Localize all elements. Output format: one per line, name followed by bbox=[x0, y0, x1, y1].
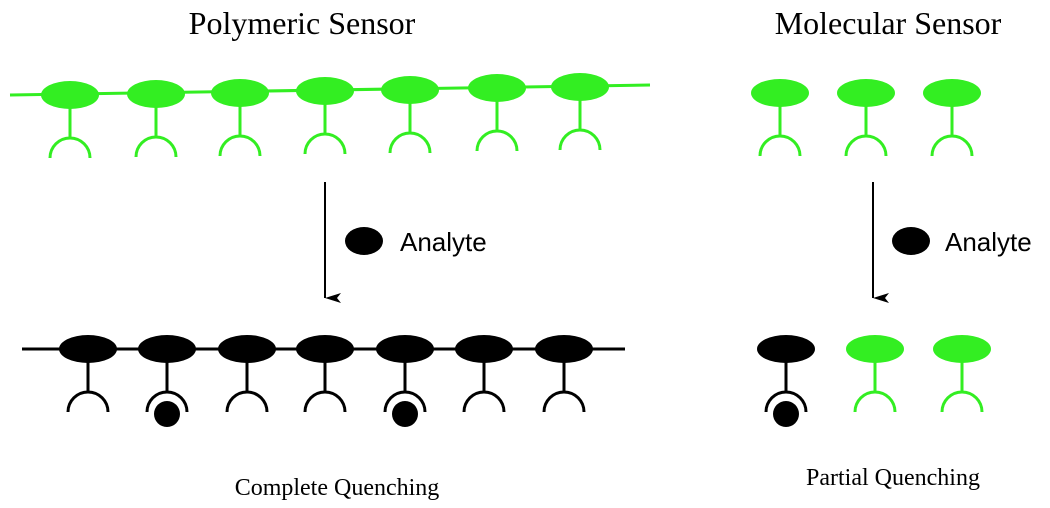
polymeric-after-bound-analyte bbox=[392, 401, 418, 427]
molecular-after-receptor-cup bbox=[853, 390, 897, 413]
molecular-after-group bbox=[757, 335, 991, 427]
polymeric-after-fluorophore bbox=[138, 335, 196, 363]
polymeric-after-receptor-cup bbox=[383, 390, 427, 413]
polymeric-after-receptor-cup bbox=[542, 390, 586, 413]
polymeric-before-fluorophore bbox=[381, 76, 439, 104]
polymeric-analyte-label: Analyte bbox=[400, 227, 487, 257]
molecular-after-unit-3 bbox=[933, 335, 991, 413]
polymeric-after-receptor-cup bbox=[462, 390, 506, 413]
polymeric-before-fluorophore bbox=[296, 77, 354, 105]
polymeric-before-unit-4 bbox=[296, 77, 354, 155]
molecular-before-receptor-cup bbox=[844, 134, 888, 157]
polymeric-before-group bbox=[9, 73, 651, 159]
molecular-after-fluorophore bbox=[757, 335, 815, 363]
molecular-after-fluorophore bbox=[846, 335, 904, 363]
polymeric-after-fluorophore bbox=[376, 335, 434, 363]
polymeric-before-receptor-cup bbox=[48, 136, 92, 159]
polymeric-before-fluorophore bbox=[468, 74, 526, 102]
polymeric-before-receptor-cup bbox=[388, 131, 432, 154]
molecular-before-unit-2 bbox=[837, 79, 895, 157]
polymeric-after-unit-2 bbox=[138, 335, 196, 427]
polymeric-before-receptor-cup bbox=[134, 135, 178, 158]
molecular-after-unit-1 bbox=[757, 335, 815, 427]
polymeric-before-receptor-cup bbox=[303, 132, 347, 155]
polymeric-after-fluorophore bbox=[218, 335, 276, 363]
molecular-after-bound-analyte bbox=[773, 401, 799, 427]
polymeric-before-unit-5 bbox=[381, 76, 439, 154]
molecular-before-fluorophore bbox=[751, 79, 809, 107]
molecular-before-receptor-cup bbox=[758, 134, 802, 157]
polymeric-after-receptor-cup bbox=[303, 390, 347, 413]
polymeric-before-fluorophore bbox=[127, 80, 185, 108]
polymeric-after-unit-4 bbox=[296, 335, 354, 413]
polymeric-before-receptor-cup bbox=[218, 134, 262, 157]
polymeric-before-unit-2 bbox=[127, 80, 185, 158]
molecular-before-unit-1 bbox=[751, 79, 809, 157]
molecular-before-unit-3 bbox=[923, 79, 981, 157]
polymeric-after-fluorophore bbox=[535, 335, 593, 363]
molecular-after-receptor-cup bbox=[940, 390, 984, 413]
polymeric-after-unit-5 bbox=[376, 335, 434, 427]
polymeric-after-fluorophore bbox=[296, 335, 354, 363]
polymeric-after-bound-analyte bbox=[154, 401, 180, 427]
molecular-after-fluorophore bbox=[933, 335, 991, 363]
molecular-before-receptor-cup bbox=[930, 134, 974, 157]
polymeric-analyte-symbol bbox=[345, 227, 383, 255]
molecular-analyte-symbol bbox=[892, 227, 930, 255]
polymeric-after-receptor-cup bbox=[66, 390, 110, 413]
polymeric-before-unit-6 bbox=[468, 74, 526, 152]
polymeric-before-fluorophore bbox=[551, 73, 609, 101]
polymeric-title: Polymeric Sensor bbox=[189, 5, 416, 41]
molecular-analyte-label: Analyte bbox=[945, 227, 1032, 257]
polymeric-after-unit-7 bbox=[535, 335, 593, 413]
polymeric-after-receptor-cup bbox=[225, 390, 269, 413]
polymeric-after-unit-3 bbox=[218, 335, 276, 413]
polymeric-after-unit-1 bbox=[59, 335, 117, 413]
molecular-result-label: Partial Quenching bbox=[806, 465, 980, 491]
molecular-title: Molecular Sensor bbox=[775, 5, 1002, 41]
molecular-after-receptor-cup bbox=[764, 390, 808, 413]
molecular-before-fluorophore bbox=[923, 79, 981, 107]
molecular-before-fluorophore bbox=[837, 79, 895, 107]
polymeric-before-fluorophore bbox=[41, 81, 99, 109]
polymeric-after-group bbox=[22, 335, 625, 427]
molecular-after-unit-2 bbox=[846, 335, 904, 413]
polymeric-before-unit-3 bbox=[211, 79, 269, 157]
molecular-before-group bbox=[751, 79, 981, 157]
polymeric-before-receptor-cup bbox=[558, 128, 602, 151]
polymeric-after-fluorophore bbox=[455, 335, 513, 363]
polymeric-result-label: Complete Quenching bbox=[235, 475, 440, 501]
polymeric-after-unit-6 bbox=[455, 335, 513, 413]
polymeric-before-unit-7 bbox=[551, 73, 609, 151]
polymeric-before-receptor-cup bbox=[475, 129, 519, 152]
polymeric-before-unit-1 bbox=[41, 81, 99, 159]
polymeric-after-receptor-cup bbox=[145, 390, 189, 413]
polymeric-before-fluorophore bbox=[211, 79, 269, 107]
polymeric-after-fluorophore bbox=[59, 335, 117, 363]
